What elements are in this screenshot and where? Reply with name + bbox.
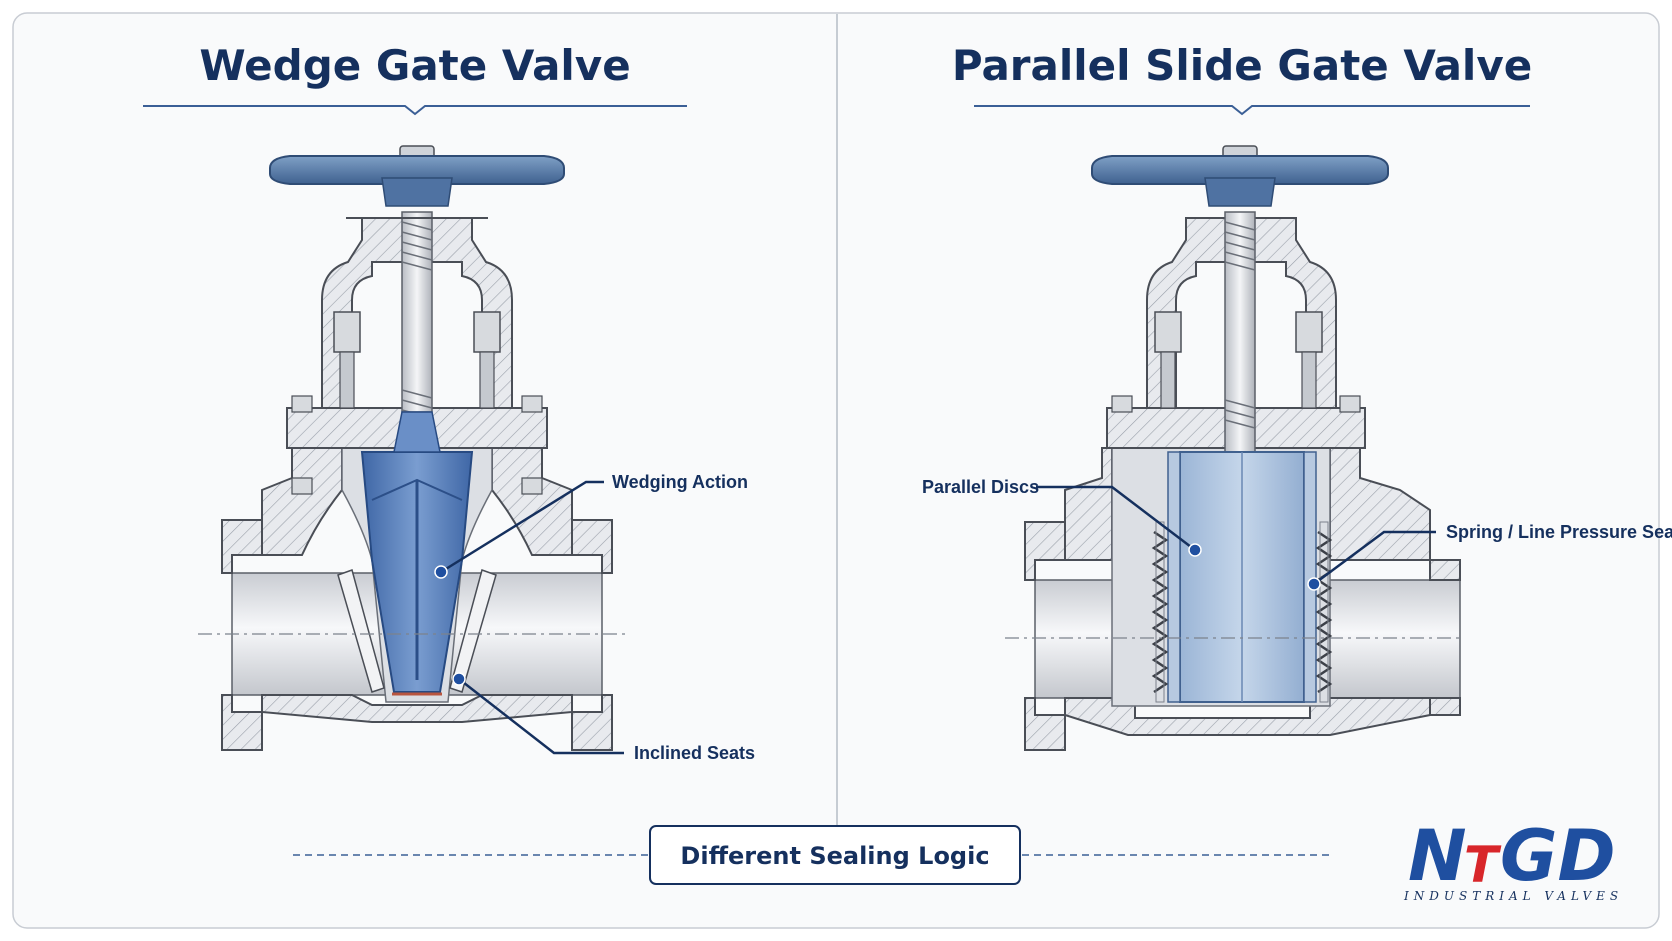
wedge-stem [401, 211, 433, 413]
outer-frame [12, 12, 1660, 929]
inclined-seats-label: Inclined Seats [634, 743, 755, 763]
parallel-handwheel-hub [1204, 177, 1276, 207]
parallel-disc-left-face [1167, 451, 1181, 703]
sealing-logic-label: Different Sealing Logic [680, 842, 989, 870]
wedge-top-rib [371, 478, 463, 501]
logo-letter-n: N [1408, 815, 1467, 897]
parallel-right-flange-bottom [1429, 697, 1461, 716]
parallel-valve-drawing [1005, 145, 1462, 751]
parallel-discs-label: Parallel Discs [922, 477, 1039, 497]
wedging-dot [434, 565, 448, 579]
parallel-stem-threads [1224, 221, 1256, 429]
wedging-action-callout: Wedging Action [434, 472, 748, 579]
ntgd-logo: N T GD INDUSTRIAL VALVES [1403, 815, 1623, 903]
discs-leader-line [1036, 485, 1196, 551]
parallel-handwheel-rim [1091, 155, 1389, 185]
seats-dot [452, 672, 466, 686]
parallel-stem [1224, 211, 1256, 453]
wedge-bonnet-yoke [321, 217, 513, 409]
wedging-action-label: Wedging Action [612, 472, 748, 492]
wedge-right-flange-bottom [571, 694, 613, 751]
spring-seal-callout: Spring / Line Pressure Seal [1307, 522, 1672, 591]
banner-box [649, 825, 1021, 885]
sealing-logic-banner: Different Sealing Logic [293, 825, 1330, 885]
left-panel: Wedge Gate Valve [143, 41, 755, 763]
wedge-body-left-wall [261, 447, 343, 556]
inclined-seats-callout: Inclined Seats [452, 672, 755, 763]
parallel-bonnet-yoke [1146, 217, 1337, 409]
left-panel-title: Wedge Gate Valve [199, 41, 630, 90]
right-title-underline [974, 105, 1530, 116]
spring-seal-label: Spring / Line Pressure Seal [1446, 522, 1672, 542]
right-panel-title: Parallel Slide Gate Valve [952, 41, 1532, 90]
wedge-stem-threads [401, 221, 433, 419]
wedge-body-right-wall [491, 447, 573, 556]
spring-dot [1307, 577, 1321, 591]
spring-leader-line [1313, 530, 1436, 586]
discs-dot [1188, 543, 1202, 557]
parallel-body-bottom [1064, 697, 1431, 736]
right-spring [1315, 530, 1333, 694]
right-spring-guide [1319, 521, 1329, 703]
right-panel: Parallel Slide Gate Valve [922, 41, 1672, 751]
wedge-bonnet-bolts [291, 311, 543, 495]
logo-letter-t: T [1464, 836, 1502, 894]
wedge-stem-connector [393, 411, 441, 453]
logo-letters-gd: GD [1500, 815, 1616, 897]
wedge-seat-left [337, 569, 385, 693]
logo-subtitle: INDUSTRIAL VALVES [1403, 889, 1623, 903]
left-title-underline [143, 105, 687, 116]
wedge-seat-right [449, 569, 497, 693]
wedge-valve-drawing [198, 145, 628, 751]
wedge-handwheel-hub [381, 177, 453, 207]
parallel-disc-right-face [1303, 451, 1317, 703]
seats-leader-line [458, 678, 624, 755]
wedge-handwheel-rim [269, 155, 565, 185]
left-spring [1151, 530, 1169, 694]
wedging-leader-line [440, 480, 604, 574]
parallel-discs-callout: Parallel Discs [922, 477, 1202, 557]
parallel-right-flange-top [1429, 559, 1461, 581]
wedge-body-bottom [261, 694, 573, 723]
parallel-bonnet-bolts [1111, 311, 1361, 413]
